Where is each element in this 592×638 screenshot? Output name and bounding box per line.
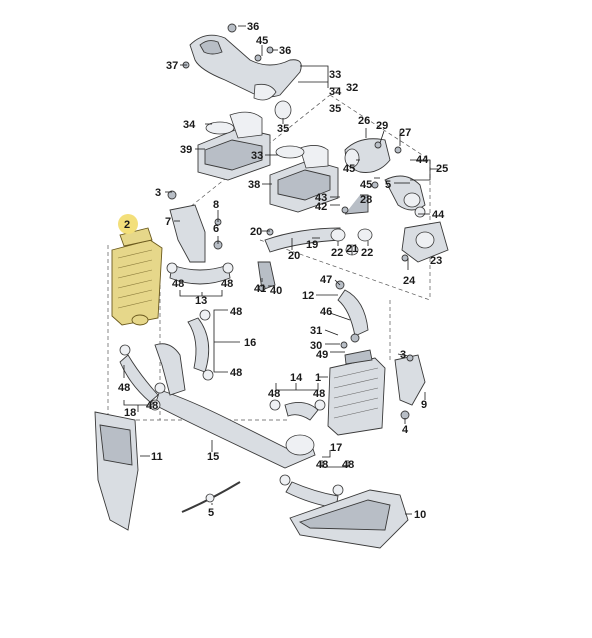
callout-39: 39	[180, 144, 192, 156]
intake-manifold-lower	[269, 145, 339, 213]
callout-10: 10	[414, 509, 426, 521]
clip-5	[205, 493, 215, 503]
callout-47: 47	[320, 274, 332, 286]
callout-33: 33	[329, 69, 341, 81]
callout-labels: 36 45 36 37 33 32 34 35 34 35 39 33 26 2…	[118, 21, 448, 521]
callout-48: 48	[146, 400, 158, 412]
callout-5: 5	[208, 507, 214, 519]
callout-19: 19	[306, 239, 318, 251]
callout-48: 48	[342, 459, 354, 471]
callout-13: 13	[195, 295, 207, 307]
air-guide-10	[289, 489, 409, 549]
callout-44: 44	[416, 154, 429, 166]
callout-1: 1	[315, 372, 321, 384]
clamp-22b	[357, 228, 373, 242]
callout-48: 48	[268, 388, 280, 400]
callout-44: 44	[432, 209, 445, 221]
callout-14: 14	[290, 372, 303, 384]
callout-46: 46	[320, 306, 332, 318]
callout-12: 12	[302, 290, 314, 302]
callout-31: 31	[310, 325, 322, 337]
callout-17: 17	[330, 442, 342, 454]
bracket-7	[169, 204, 206, 263]
callout-7: 7	[165, 216, 171, 228]
callout-3: 3	[155, 187, 161, 199]
callout-29: 29	[376, 120, 388, 132]
callout-8: 8	[213, 199, 219, 211]
callout-27: 27	[399, 127, 411, 139]
callout-49: 49	[316, 349, 328, 361]
intake-manifold-upper	[197, 111, 271, 181]
callout-48: 48	[230, 367, 242, 379]
callout-30: 30	[310, 340, 322, 352]
callout-45: 45	[343, 163, 355, 175]
callout-20: 20	[250, 226, 262, 238]
clamp-22a	[330, 228, 346, 242]
callout-38: 38	[248, 179, 260, 191]
callout-9: 9	[421, 399, 427, 411]
callout-22: 22	[361, 247, 373, 259]
callout-48: 48	[221, 278, 233, 290]
callout-22: 22	[331, 247, 343, 259]
callout-21: 21	[346, 243, 358, 255]
callout-25: 25	[436, 163, 448, 175]
callout-6: 6	[213, 223, 219, 235]
bracket-40	[257, 261, 276, 291]
callout-11: 11	[151, 451, 163, 463]
callout-48: 48	[313, 388, 325, 400]
callout-33: 33	[251, 150, 263, 162]
gasket-33	[275, 145, 305, 159]
callout-36: 36	[247, 21, 259, 33]
callout-36: 36	[279, 45, 291, 57]
callout-5: 5	[385, 179, 391, 191]
callout-34: 34	[183, 119, 196, 131]
callout-45: 45	[360, 179, 372, 191]
intercooler-right	[327, 349, 386, 436]
callout-16: 16	[244, 337, 256, 349]
callout-40: 40	[270, 285, 282, 297]
callout-18: 18	[124, 407, 136, 419]
hose-18	[119, 354, 159, 403]
hose-14	[284, 401, 319, 421]
callout-26: 26	[358, 115, 370, 127]
callout-15: 15	[207, 451, 219, 463]
callout-24: 24	[403, 275, 416, 287]
callout-34: 34	[329, 86, 342, 98]
callout-45: 45	[256, 35, 268, 47]
callout-32: 32	[346, 82, 358, 94]
callout-3: 3	[400, 349, 406, 361]
callout-48: 48	[118, 382, 130, 394]
air-guide-11	[94, 411, 139, 531]
leader-lines	[123, 25, 438, 515]
fasteners	[119, 23, 426, 496]
callout-48: 48	[172, 278, 184, 290]
bracket-9	[394, 354, 426, 406]
hose-13	[169, 264, 231, 285]
callout-43: 43	[315, 192, 327, 204]
pipe-23	[401, 221, 449, 263]
callout-48: 48	[316, 459, 328, 471]
callout-4: 4	[402, 424, 409, 436]
elbow-pipe-25	[384, 175, 426, 211]
callout-2: 2	[124, 219, 130, 231]
hose-12	[337, 289, 369, 337]
callout-20: 20	[288, 250, 300, 262]
callout-28: 28	[360, 194, 372, 206]
callout-23: 23	[430, 255, 442, 267]
intercooler-left	[111, 227, 163, 326]
callout-41: 41	[254, 283, 266, 295]
hose-16	[187, 317, 210, 373]
charge-pipe-15	[154, 343, 316, 469]
upper-intake-pipe	[189, 34, 302, 101]
o-ring-35	[274, 100, 292, 120]
callout-35: 35	[329, 103, 341, 115]
callout-48: 48	[230, 306, 242, 318]
highlight-badge	[118, 214, 138, 234]
callout-42: 42	[315, 201, 327, 213]
callout-35: 35	[277, 123, 289, 135]
gasket-34	[205, 121, 235, 135]
callout-37: 37	[166, 60, 178, 72]
